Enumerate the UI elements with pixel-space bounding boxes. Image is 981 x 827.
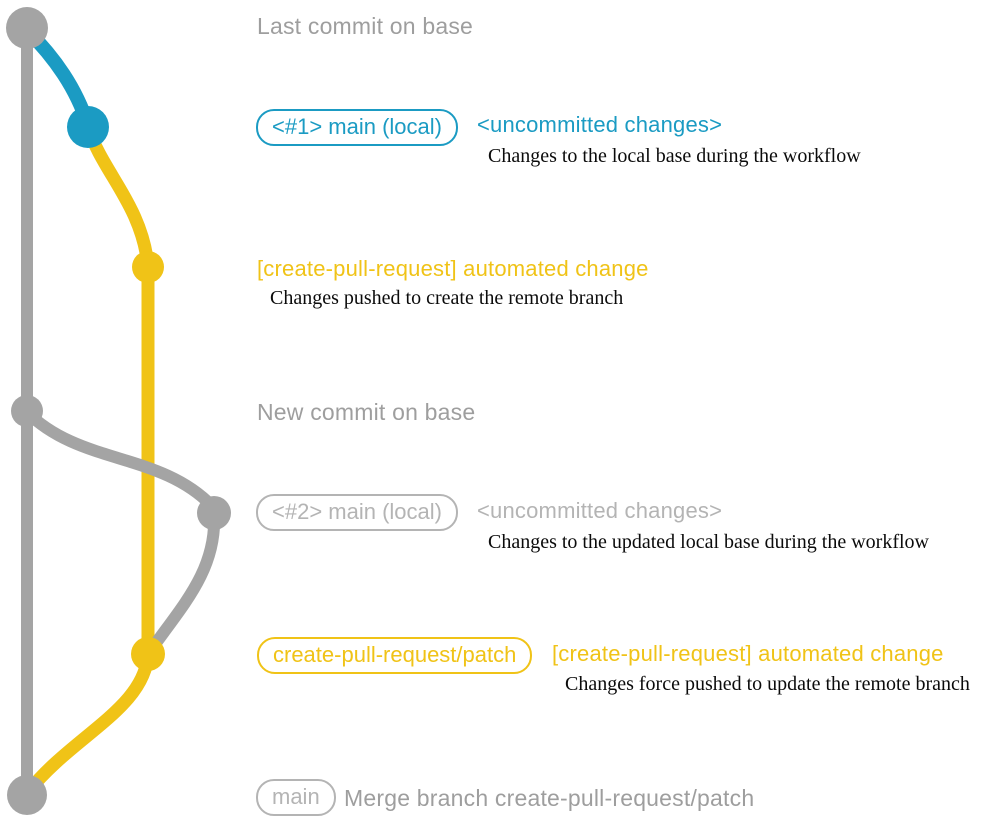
commit-dot-automated-2 (131, 637, 165, 671)
event-automated-1-desc: Changes pushed to create the remote bran… (270, 287, 624, 309)
badge-main-local-1: <#1> main (local) (256, 109, 458, 146)
event-uncommitted-2-title: <uncommitted changes> (477, 498, 723, 523)
badge-main-local-2: <#2> main (local) (256, 494, 458, 531)
commit-dot-local-1 (67, 106, 109, 148)
commit-dot-merge (7, 775, 47, 815)
merge-commit-message: Merge branch create-pull-request/patch (344, 785, 755, 811)
annotation-new-commit: New commit on base (257, 399, 476, 425)
commit-dot-new-base (11, 395, 43, 427)
commit-dot-local-2 (197, 496, 231, 530)
event-automated-2-desc: Changes force pushed to update the remot… (565, 673, 970, 695)
event-uncommitted-1-desc: Changes to the local base during the wor… (488, 145, 861, 167)
badge-main: main (256, 779, 336, 816)
event-automated-1-title: [create-pull-request] automated change (257, 256, 649, 281)
commit-dot-automated-1 (132, 251, 164, 283)
event-uncommitted-2-desc: Changes to the updated local base during… (488, 531, 929, 553)
annotation-last-commit: Last commit on base (257, 13, 474, 39)
event-automated-2-title: [create-pull-request] automated change (552, 641, 944, 666)
event-uncommitted-1-title: <uncommitted changes> (477, 112, 723, 137)
badge-patch-branch: create-pull-request/patch (257, 637, 533, 674)
base-fork-out-line (21, 406, 218, 512)
commit-dot-last-base (6, 7, 48, 49)
base-fork-merge-line (145, 508, 221, 656)
